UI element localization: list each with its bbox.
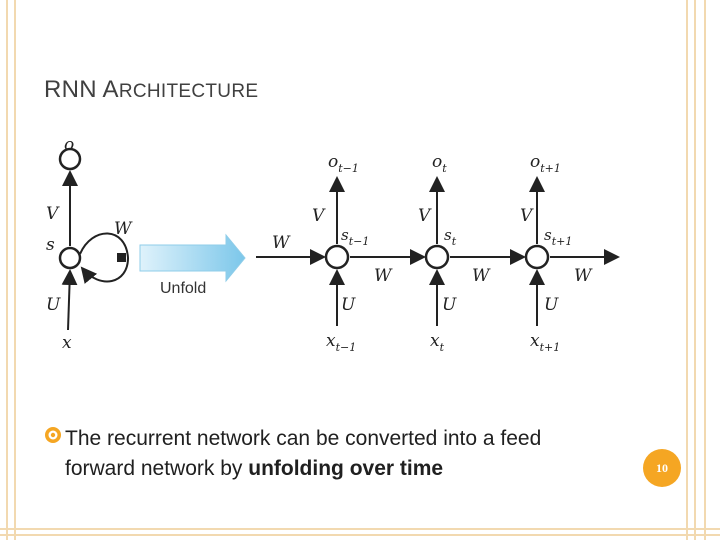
w-label-1-2: W <box>374 266 393 286</box>
s-node-t-plus-1 <box>524 244 550 270</box>
w-in-label: W <box>272 233 291 253</box>
u-label-t-plus-1: U <box>544 295 559 315</box>
o-label-t-minus-1: ot−1 <box>328 152 359 175</box>
folded-v-label: V <box>46 204 60 224</box>
border-line-right-inner <box>686 0 688 540</box>
border-line-left-inner <box>14 0 16 540</box>
border-line-left <box>6 0 8 540</box>
x-label-t-plus-1: xt+1 <box>530 331 560 354</box>
folded-x-label: x <box>62 333 72 353</box>
title-first: RNN A <box>44 76 119 103</box>
rnn-diagram: o V s W U x Unfold W ot−1 V st−1 U xt−1 … <box>46 135 620 354</box>
circle-gear-bullet-icon <box>45 427 61 443</box>
v-label-t-minus-1: V <box>312 206 326 226</box>
u-label-t: U <box>442 295 457 315</box>
folded-w-label: W <box>114 219 133 239</box>
border-line-bottom <box>0 528 720 530</box>
folded-u-arrow <box>61 269 78 331</box>
w-label-2-3: W <box>472 266 491 286</box>
bullet-text-plain: The recurrent network can be converted i… <box>65 427 542 480</box>
unfold-label: Unfold <box>160 280 206 297</box>
folded-w-square <box>117 253 126 262</box>
v-label-t-plus-1: V <box>520 206 534 226</box>
bullet-text: The recurrent network can be converted i… <box>65 424 605 484</box>
s-node-t <box>424 244 450 270</box>
o-label-t-plus-1: ot+1 <box>530 152 561 175</box>
s-label-t-minus-1: st−1 <box>341 226 369 248</box>
u-label-t-minus-1: U <box>341 295 356 315</box>
x-label-t-minus-1: xt−1 <box>326 331 356 354</box>
w-out-label: W <box>574 266 593 286</box>
v-label-t: V <box>418 206 432 226</box>
s-label-t-plus-1: st+1 <box>544 226 572 248</box>
slide-title: RNN ARCHITECTURE <box>44 76 258 104</box>
folded-network: o V s W U x <box>46 135 133 353</box>
unfold-arrow: Unfold <box>139 233 246 297</box>
unfolded-network: W ot−1 V st−1 U xt−1 W ot V st U xt W ot… <box>256 152 620 354</box>
bullet-text-bold: unfolding over time <box>248 457 444 480</box>
page-number-badge: 10 <box>643 449 681 487</box>
s-node-t-minus-1 <box>324 244 350 270</box>
x-label-t: xt <box>430 331 445 354</box>
s-label-t: st <box>444 226 457 248</box>
folded-o-node <box>58 147 82 171</box>
title-rest: RCHITECTURE <box>118 81 259 102</box>
folded-s-node <box>58 246 82 270</box>
folded-o-label: o <box>64 135 74 155</box>
folded-w-loop <box>79 232 130 284</box>
folded-s-label: s <box>46 235 55 255</box>
o-label-t: ot <box>432 152 447 175</box>
border-line-right <box>694 0 696 540</box>
border-line-bottom-outer <box>0 534 720 536</box>
folded-u-label: U <box>46 295 61 315</box>
border-line-right-outer <box>704 0 706 540</box>
